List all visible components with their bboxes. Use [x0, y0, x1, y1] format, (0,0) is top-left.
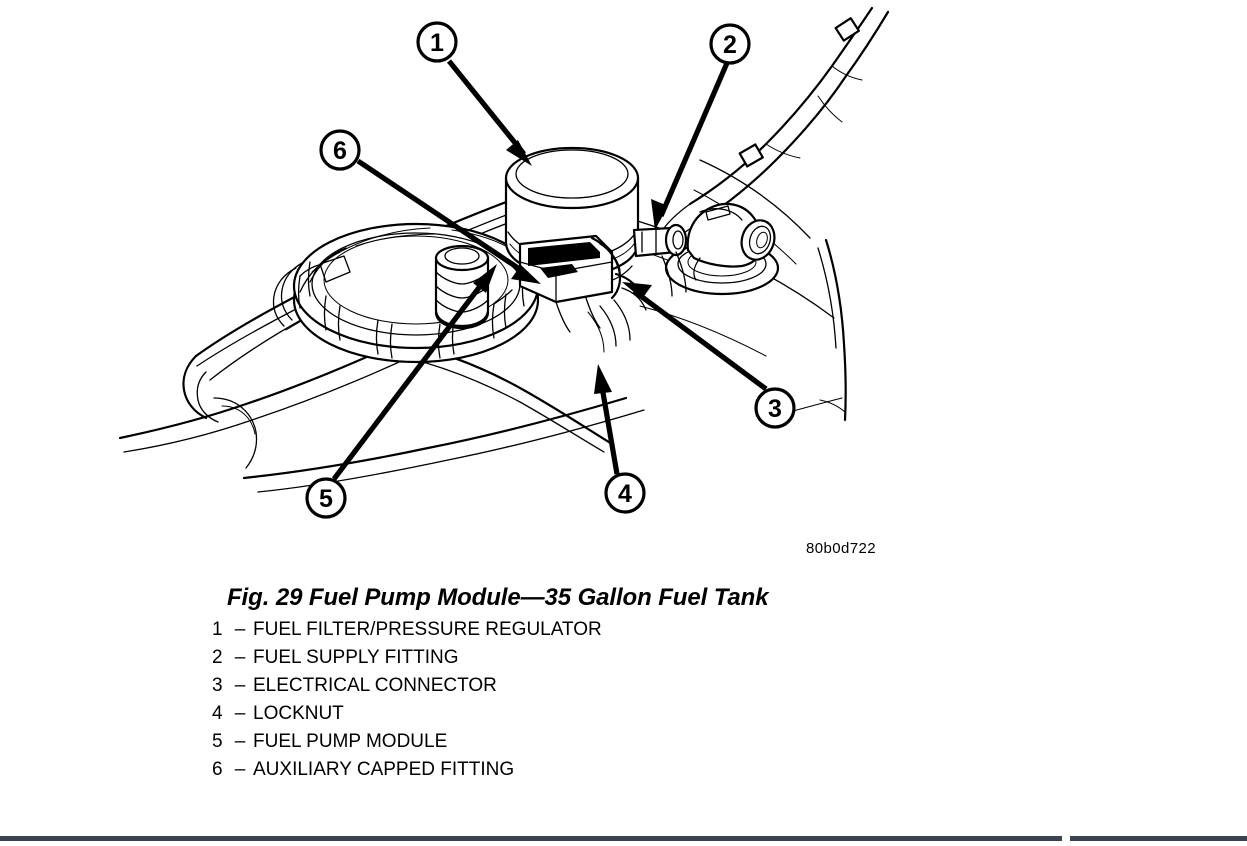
legend-item-index: 6 [212, 759, 223, 780]
figure-legend: 1 – FUEL FILTER/PRESSURE REGULATOR 2 – F… [212, 619, 972, 787]
legend-item: 3 – ELECTRICAL CONNECTOR [212, 675, 972, 703]
fuel-supply-lines [659, 6, 890, 251]
callout-6-number: 6 [333, 137, 347, 165]
legend-item-index: 4 [212, 703, 223, 724]
callout-5[interactable]: 5 [305, 477, 347, 519]
fuel-pump-module-flange [272, 233, 631, 353]
footer-rule-left-segment [0, 836, 1062, 841]
callout-4-number: 4 [618, 480, 632, 508]
legend-item-label: FUEL SUPPLY FITTING [253, 647, 459, 668]
legend-item-label: FUEL FILTER/PRESSURE REGULATOR [253, 619, 602, 640]
legend-item-dash: – [234, 647, 246, 668]
legend-item-dash: – [234, 731, 246, 752]
callout-6[interactable]: 6 [319, 129, 361, 171]
legend-item-index: 5 [212, 731, 223, 752]
callout-1-number: 1 [430, 29, 444, 57]
footer-rule-right-segment [1070, 836, 1247, 841]
legend-item-dash: – [234, 675, 246, 696]
legend-item-dash: – [234, 703, 246, 724]
callout-leader-3 [622, 282, 768, 392]
figure-caption: Fig. 29 Fuel Pump Module—35 Gallon Fuel … [227, 584, 769, 611]
legend-item: 6 – AUXILIARY CAPPED FITTING [212, 759, 972, 787]
legend-item-dash: – [234, 619, 246, 640]
legend-item: 2 – FUEL SUPPLY FITTING [212, 647, 972, 675]
footer-rule [0, 836, 1247, 841]
callout-leader-1 [446, 59, 532, 166]
callout-4[interactable]: 4 [604, 472, 646, 514]
locknut-ring [292, 222, 540, 364]
legend-item-label: ELECTRICAL CONNECTOR [253, 675, 497, 696]
legend-item-index: 1 [212, 619, 223, 640]
callout-leader-5 [331, 264, 497, 481]
callout-leader-6 [356, 158, 541, 284]
callout-leader-4 [594, 364, 620, 475]
legend-item: 4 – LOCKNUT [212, 703, 972, 731]
legend-item-label: AUXILIARY CAPPED FITTING [253, 759, 515, 780]
callout-5-number: 5 [319, 485, 333, 513]
callout-3-number: 3 [768, 395, 782, 423]
legend-item-index: 3 [212, 675, 223, 696]
legend-item-index: 2 [212, 647, 223, 668]
legend-item: 1 – FUEL FILTER/PRESSURE REGULATOR [212, 619, 972, 647]
legend-item-dash: – [234, 759, 246, 780]
fuel-supply-fitting [632, 223, 688, 297]
figure-id-code: 80b0d722 [806, 540, 876, 557]
electrical-connector [518, 234, 647, 333]
legend-item-label: LOCKNUT [253, 703, 344, 724]
fuel-pump-module-illustration: 1 2 3 4 5 6 [118, 6, 890, 519]
callout-2[interactable]: 2 [709, 23, 751, 65]
callout-leader-2 [651, 61, 730, 230]
legend-item-label: FUEL PUMP MODULE [253, 731, 448, 752]
callout-1[interactable]: 1 [416, 21, 458, 63]
legend-item: 5 – FUEL PUMP MODULE [212, 731, 972, 759]
secondary-tank-fitting [664, 202, 780, 296]
callout-2-number: 2 [723, 31, 737, 59]
callout-3[interactable]: 3 [754, 387, 796, 429]
